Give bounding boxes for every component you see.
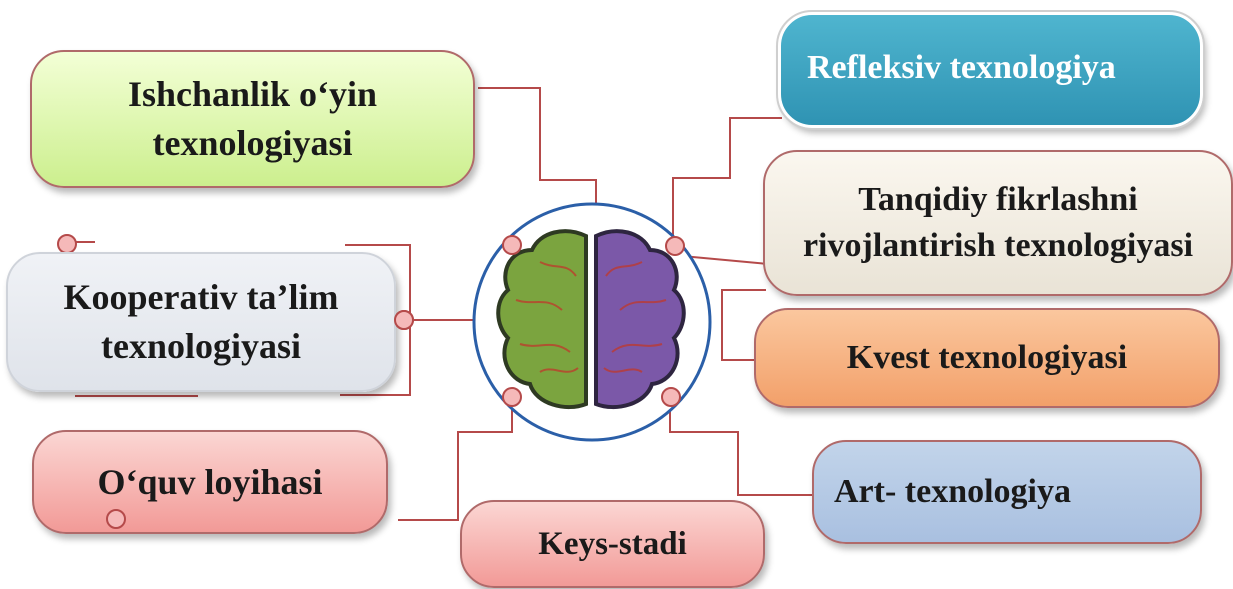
connector-refleksiv xyxy=(672,117,782,240)
node-label-line1: Tanqidiy fikrlashni xyxy=(858,181,1138,219)
node-label-line1: Kooperativ ta’lim xyxy=(63,277,339,318)
bead-top-right xyxy=(665,236,685,256)
connector-tanqidiy xyxy=(681,255,769,265)
node-refleksiv: Refleksiv texnologiya xyxy=(776,10,1205,130)
node-art-texnologiya: Art- texnologiya xyxy=(812,440,1202,544)
node-label: Art- texnologiya xyxy=(834,473,1072,511)
node-label: O‘quv loyihasi xyxy=(97,461,323,502)
connector-kvest xyxy=(721,289,766,361)
node-label: Kvest texnologiyasi xyxy=(846,339,1128,377)
brain-icon xyxy=(496,229,686,410)
bead-bottom-left xyxy=(502,387,522,407)
bead-top-left xyxy=(502,235,522,255)
bead-bottom-right xyxy=(661,387,681,407)
brain-left-hemisphere xyxy=(496,229,588,410)
brain-right-hemisphere xyxy=(594,229,686,410)
node-ishchanlik-oyin: Ishchanlik o‘yin texnologiyasi xyxy=(30,50,475,188)
node-tanqidiy-fikrlash: Tanqidiy fikrlashni rivojlantirish texno… xyxy=(763,150,1233,296)
node-label: Refleksiv texnologiya xyxy=(807,49,1116,86)
node-oquv-loyihasi: O‘quv loyihasi xyxy=(32,430,388,534)
bead-left xyxy=(394,310,414,330)
node-kvest: Kvest texnologiyasi xyxy=(754,308,1220,408)
node-kooperativ-talim: Kooperativ ta’lim texnologiyasi xyxy=(6,252,396,392)
node-label-line2: texnologiyasi xyxy=(100,326,301,366)
connector-oquv xyxy=(398,398,513,521)
node-label-line2: rivojlantirish texnologiyasi xyxy=(802,227,1194,264)
connector-ishchanlik xyxy=(478,87,597,225)
node-label: Keys-stadi xyxy=(538,525,687,562)
node-keys-stadi: Keys-stadi xyxy=(460,500,765,588)
node-label-line2: texnologiyasi xyxy=(152,123,353,163)
connector-art xyxy=(669,398,812,496)
bead-kooperativ-top xyxy=(57,234,77,254)
node-label-line1: Ishchanlik o‘yin xyxy=(127,74,378,115)
